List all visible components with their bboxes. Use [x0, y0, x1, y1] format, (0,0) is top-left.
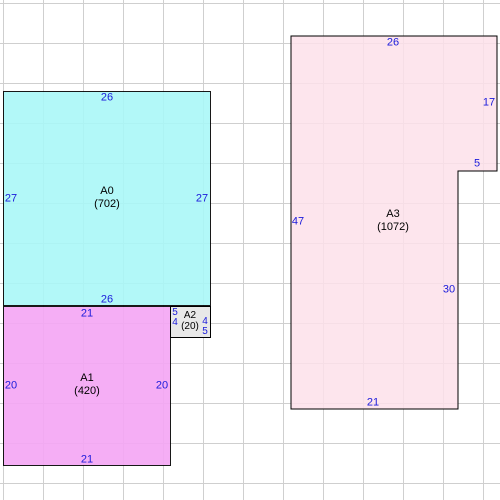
room-a3-dim-top: 26: [386, 36, 400, 49]
room-a0-area: (702): [94, 198, 120, 210]
room-a0-dim-bottom: 26: [100, 293, 114, 306]
room-a3-dim-step: 5: [473, 157, 481, 170]
room-a2-dim-right-top: 4: [202, 316, 208, 327]
room-a1-id: A1: [80, 372, 94, 384]
room-a2-dim-left-top: 5: [172, 307, 178, 318]
room-a2-area: (20): [181, 321, 199, 332]
room-a0-dim-right: 27: [195, 192, 209, 205]
room-a3-dim-left: 47: [291, 215, 305, 228]
room-a0-id: A0: [100, 185, 114, 197]
room-a1-dim-top: 21: [80, 307, 94, 320]
room-a0-dim-left: 27: [4, 192, 18, 205]
room-a3-dim-right-lower: 30: [442, 283, 456, 296]
room-a3-area: (1072): [377, 221, 409, 233]
room-a1-area: (420): [74, 385, 100, 397]
room-a2-label: A2 (20): [181, 310, 199, 332]
room-a2-dim-right-bottom: 5: [202, 326, 208, 337]
room-a1[interactable]: [3, 306, 171, 466]
room-a1-dim-right: 20: [155, 379, 169, 392]
room-a0[interactable]: [3, 91, 211, 306]
room-a3-dim-bottom: 21: [366, 396, 380, 409]
room-a1-dim-bottom: 21: [80, 453, 94, 466]
room-a3-label: A3 (1072): [377, 208, 409, 234]
room-a3-dim-right-upper: 17: [482, 96, 496, 109]
room-a3[interactable]: [290, 35, 498, 410]
room-a2-id: A2: [183, 310, 197, 321]
room-a1-label: A1 (420): [74, 372, 100, 398]
room-a1-dim-left: 20: [4, 379, 18, 392]
room-a2-dim-left-bottom: 4: [172, 317, 178, 328]
room-a0-label: A0 (702): [94, 185, 120, 211]
room-a2[interactable]: [170, 306, 211, 338]
room-a3-id: A3: [386, 208, 400, 220]
room-a0-dim-top: 26: [100, 91, 114, 104]
